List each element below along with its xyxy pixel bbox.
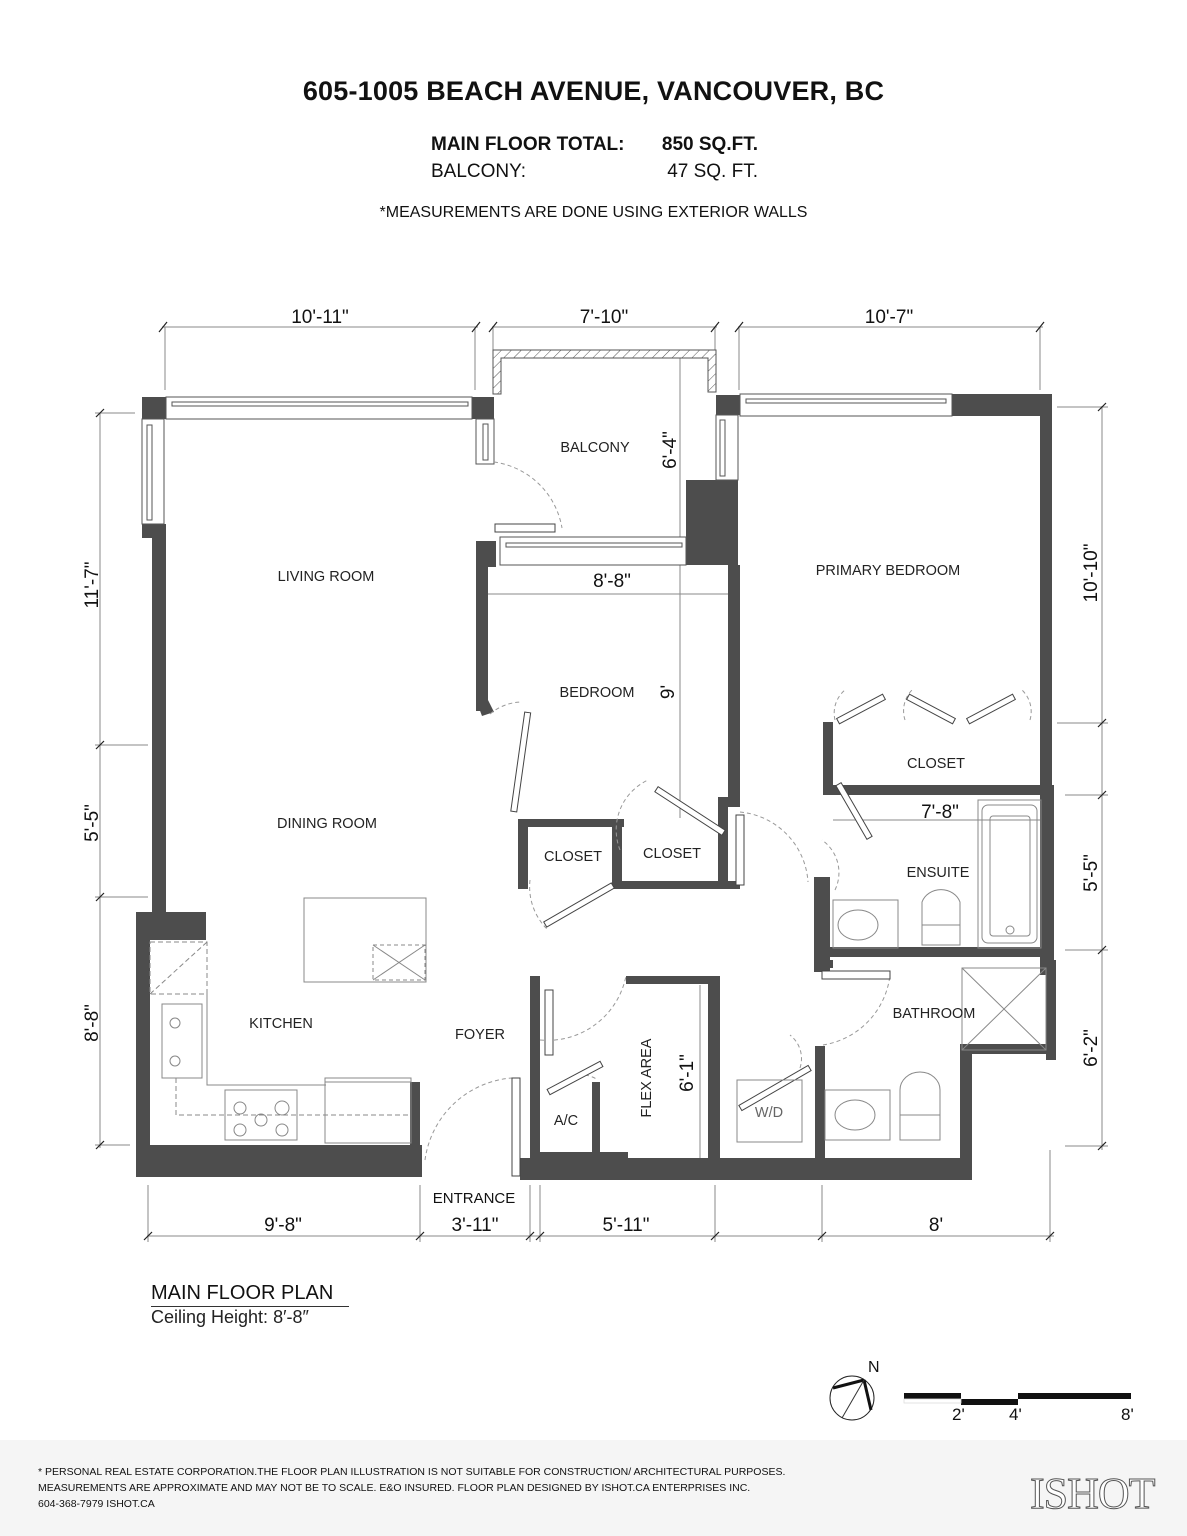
dim-top-balcony: 7'-10" xyxy=(580,307,628,328)
main-floor-total-label: MAIN FLOOR TOTAL: xyxy=(431,134,625,155)
dim-bottom-entrance: 3'-11" xyxy=(452,1215,499,1236)
dim-right-bathroom: 6'-2" xyxy=(1081,1029,1102,1067)
floor-plan: LIVING ROOM DINING ROOM KITCHEN FOYER BA… xyxy=(82,307,1131,1421)
entrance-label: ENTRANCE xyxy=(433,1190,516,1207)
dim-top-living: 10'-11" xyxy=(291,307,349,328)
room-label-bathroom: BATHROOM xyxy=(893,1006,976,1022)
scale-tick-4: 4' xyxy=(1009,1405,1022,1424)
room-label-kitchen: KITCHEN xyxy=(249,1016,313,1032)
dimension-ticks xyxy=(95,321,1107,1241)
dim-left-kitchen: 8'-8" xyxy=(82,1004,103,1042)
washer-dryer xyxy=(736,1079,803,1143)
door-swings xyxy=(424,461,1032,1161)
door-leaves xyxy=(494,523,1017,1177)
room-label-living: LIVING ROOM xyxy=(278,569,375,585)
balcony-railing xyxy=(492,349,717,395)
dim-bedroom-width: 8'-8" xyxy=(593,571,631,592)
room-label-bedroom: BEDROOM xyxy=(560,685,635,701)
bathroom-sink xyxy=(834,1099,876,1131)
fixtures xyxy=(149,799,1047,1144)
room-label-wd: W/D xyxy=(755,1105,783,1121)
room-label-ensuite: ENSUITE xyxy=(907,865,970,881)
oven xyxy=(324,1077,412,1144)
dim-ensuite-width: 7'-8" xyxy=(921,802,959,823)
dim-right-ensuite: 5'-5" xyxy=(1081,854,1102,892)
property-address: 605-1005 BEACH AVENUE, VANCOUVER, BC xyxy=(302,76,885,106)
dim-balcony-depth: 6'-4" xyxy=(660,431,681,469)
scale-tick-8: 8' xyxy=(1121,1405,1134,1424)
dim-left-living: 11'-7" xyxy=(82,562,103,609)
dim-left-dining: 5'-5" xyxy=(82,804,103,842)
bathtub xyxy=(977,799,1042,949)
room-label-primary-bedroom: PRIMARY BEDROOM xyxy=(816,563,961,579)
north-arrow-icon xyxy=(829,1375,875,1421)
room-label-dining: DINING ROOM xyxy=(277,816,377,832)
ishot-logo: ISHOT xyxy=(1030,1469,1157,1519)
scale-bar xyxy=(903,1393,1131,1405)
footer: * PERSONAL REAL ESTATE CORPORATION.THE F… xyxy=(0,1440,1187,1536)
room-label-primary-closet: CLOSET xyxy=(907,756,965,772)
dimension-lines xyxy=(95,326,1108,1242)
ensuite-toilet xyxy=(921,889,961,946)
room-label-foyer: FOYER xyxy=(455,1027,505,1043)
dim-bedroom-depth: 9' xyxy=(658,685,679,699)
scale-tick-2: 2' xyxy=(952,1405,965,1424)
room-label-closet-1: CLOSET xyxy=(544,849,602,865)
footer-disclaimer: * PERSONAL REAL ESTATE CORPORATION.THE F… xyxy=(38,1464,785,1512)
measurement-note: *MEASUREMENTS ARE DONE USING EXTERIOR WA… xyxy=(379,204,808,221)
dim-top-primary: 10'-7" xyxy=(865,307,913,328)
room-label-ac: A/C xyxy=(554,1113,578,1129)
room-label-balcony: BALCONY xyxy=(560,440,630,456)
ensuite-sink xyxy=(837,909,879,941)
bathroom-toilet xyxy=(899,1071,941,1141)
dim-right-primary: 10'-10" xyxy=(1081,544,1102,603)
walls xyxy=(136,394,1056,1180)
shower xyxy=(961,967,1047,1051)
kitchen-island xyxy=(303,897,427,983)
ceiling-height: Ceiling Height: 8′-8″ xyxy=(151,1307,309,1327)
cooktop xyxy=(224,1089,298,1141)
kitchen-sink xyxy=(161,1003,203,1079)
room-label-flex-area: FLEX AREA xyxy=(639,1038,655,1117)
dim-flex-depth: 6'-1" xyxy=(677,1054,698,1092)
dim-bottom-flex: 5'-11" xyxy=(603,1215,650,1236)
room-label-closet-2: CLOSET xyxy=(643,846,701,862)
windows xyxy=(141,393,953,566)
balcony-area-label: BALCONY: xyxy=(431,161,527,182)
dim-bottom-kitchen: 9'-8" xyxy=(264,1215,302,1236)
contact-line: 604-368-7979 ISHOT.CA xyxy=(38,1498,155,1510)
balcony-area-value: 47 SQ. FT. xyxy=(667,161,758,182)
plan-title: MAIN FLOOR PLAN xyxy=(151,1282,349,1307)
dim-bottom-bathroom: 8' xyxy=(929,1215,943,1236)
main-floor-total-value: 850 SQ.FT. xyxy=(661,134,758,155)
disclaimer-line-1: * PERSONAL REAL ESTATE CORPORATION.THE F… xyxy=(38,1466,786,1478)
disclaimer-line-2: MEASUREMENTS ARE APPROXIMATE AND MAY NOT… xyxy=(38,1482,751,1494)
north-label: N xyxy=(868,1359,880,1376)
